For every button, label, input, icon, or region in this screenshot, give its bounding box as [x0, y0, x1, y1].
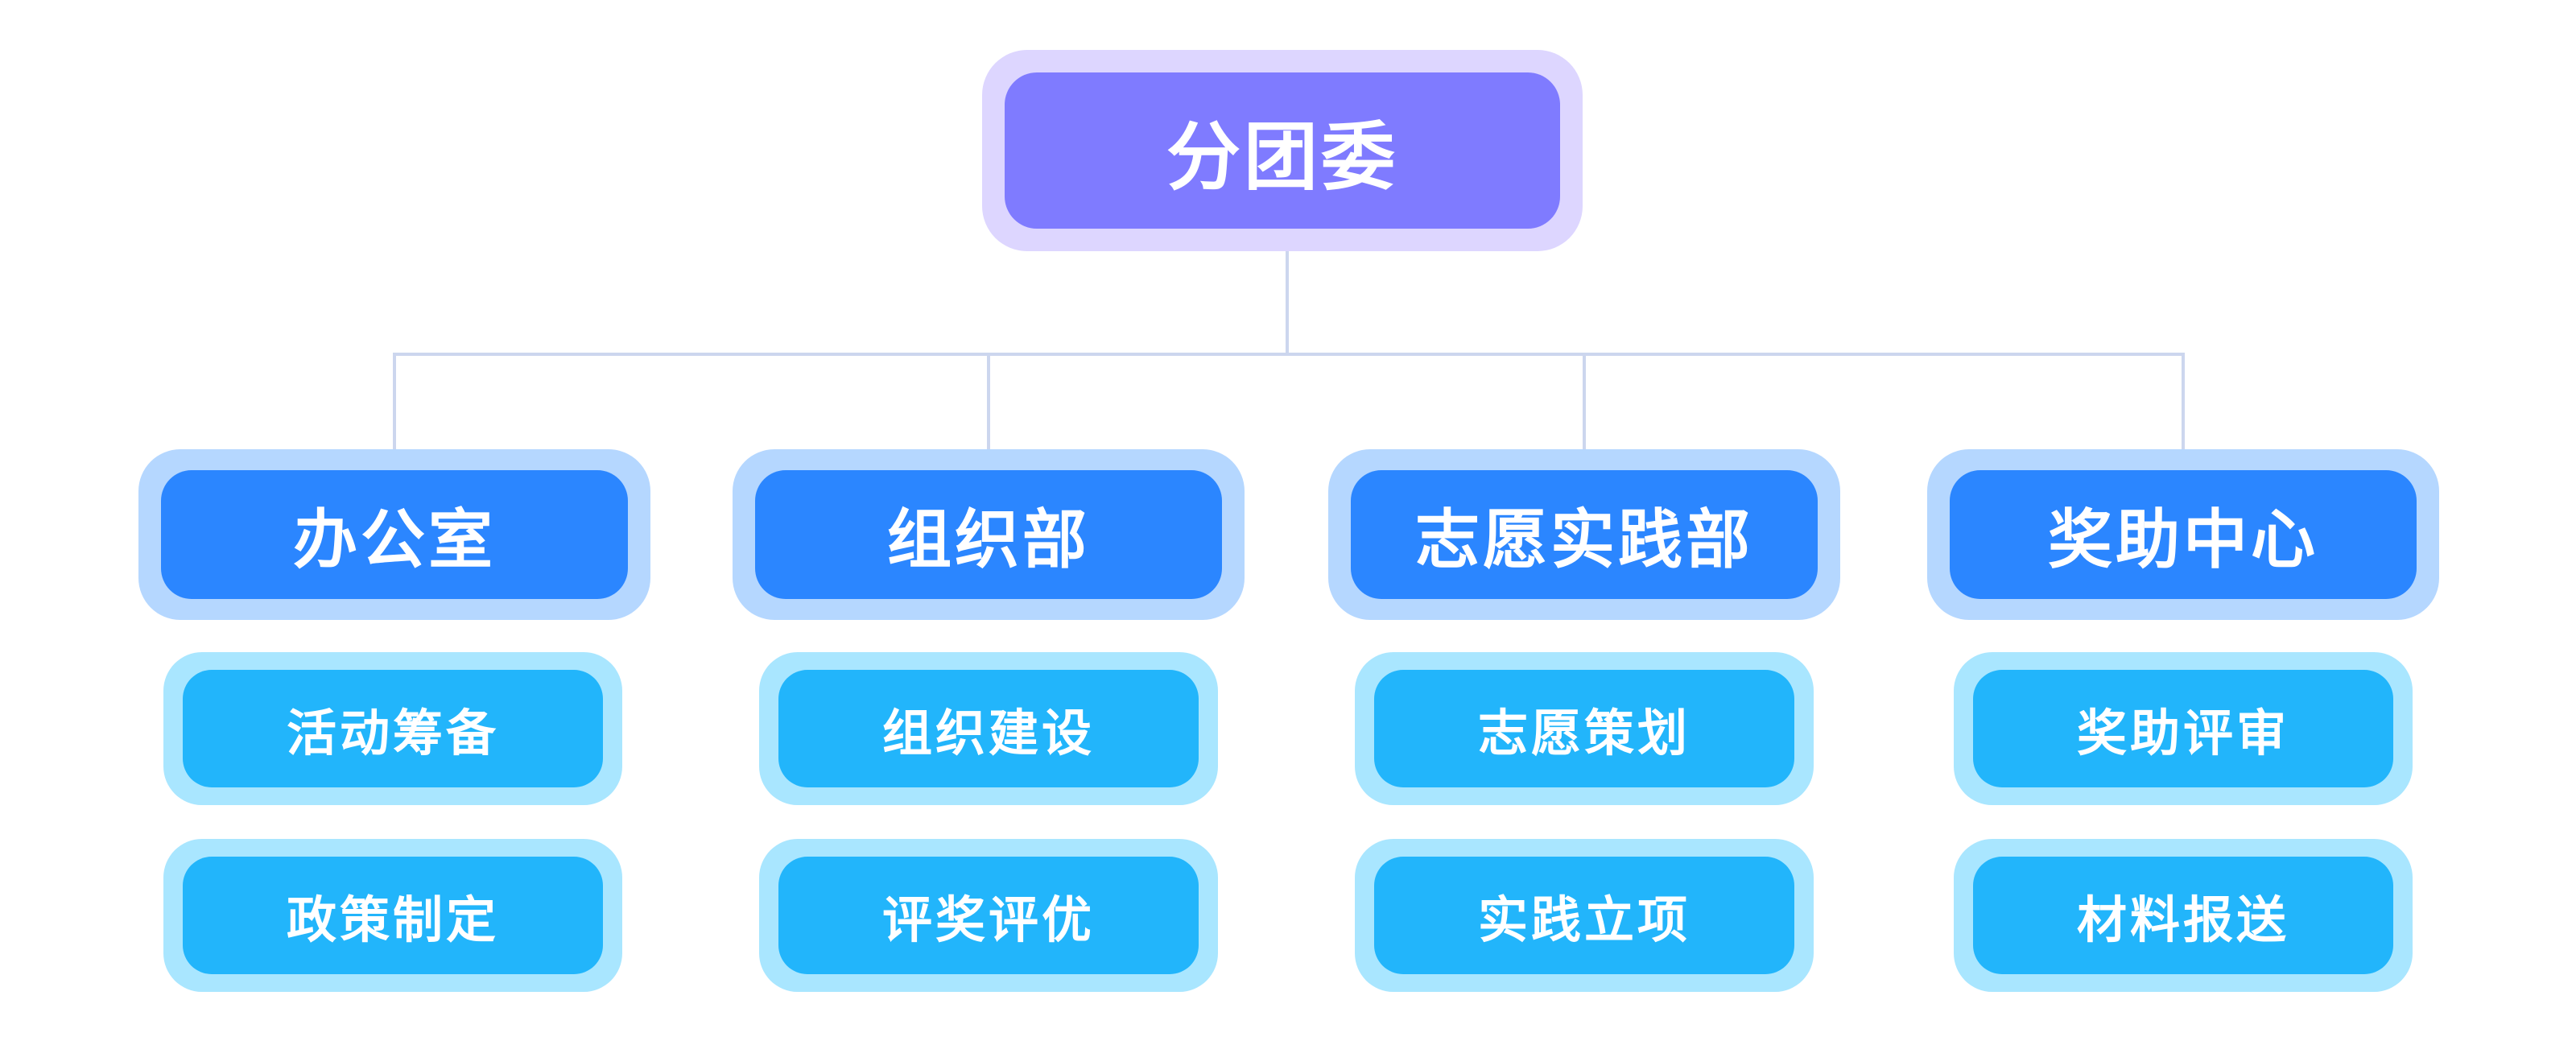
- task-node: 活动筹备: [163, 652, 622, 805]
- task-label: 材料报送: [1973, 857, 2393, 974]
- connector-root-down: [1286, 251, 1289, 356]
- task-node: 政策制定: [163, 839, 622, 992]
- task-node: 评奖评优: [759, 839, 1218, 992]
- task-node: 奖助评审: [1954, 652, 2413, 805]
- task-node: 材料报送: [1954, 839, 2413, 992]
- task-label: 活动筹备: [183, 670, 603, 787]
- dept-label: 奖助中心: [1950, 470, 2417, 599]
- connector-dept-4: [2182, 354, 2185, 449]
- task-label: 志愿策划: [1374, 670, 1794, 787]
- dept-node-office: 办公室: [138, 449, 650, 620]
- task-node: 实践立项: [1355, 839, 1814, 992]
- dept-label: 办公室: [161, 470, 628, 599]
- root-label: 分团委: [1005, 72, 1560, 229]
- dept-node-volunteer: 志愿实践部: [1328, 449, 1840, 620]
- task-label: 奖助评审: [1973, 670, 2393, 787]
- connector-horizontal: [393, 353, 2185, 356]
- dept-label: 志愿实践部: [1351, 470, 1818, 599]
- task-label: 评奖评优: [778, 857, 1199, 974]
- task-label: 实践立项: [1374, 857, 1794, 974]
- task-node: 组织建设: [759, 652, 1218, 805]
- root-node: 分团委: [982, 50, 1583, 251]
- task-label: 政策制定: [183, 857, 603, 974]
- connector-dept-2: [987, 354, 990, 449]
- connector-dept-3: [1583, 354, 1586, 449]
- dept-node-aid-center: 奖助中心: [1927, 449, 2439, 620]
- dept-label: 组织部: [755, 470, 1222, 599]
- connector-dept-1: [393, 354, 396, 449]
- dept-node-organization: 组织部: [733, 449, 1245, 620]
- task-node: 志愿策划: [1355, 652, 1814, 805]
- task-label: 组织建设: [778, 670, 1199, 787]
